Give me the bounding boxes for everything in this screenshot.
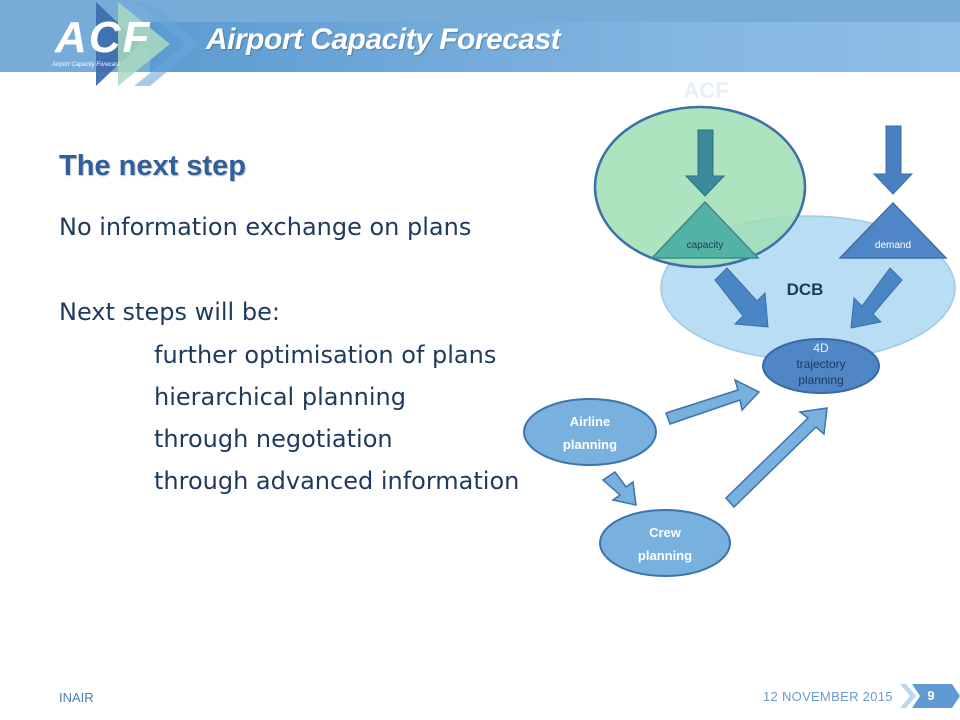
demand-down-arrow-icon	[872, 125, 914, 195]
airline-planning-node	[523, 398, 657, 466]
footer-org: INAIR	[59, 690, 94, 705]
demand-triangle	[838, 201, 948, 259]
logo-subtext: Airport Capacity Forecast	[52, 62, 120, 68]
capacity-label: capacity	[687, 240, 724, 251]
airline-line-1: Airline	[570, 414, 610, 429]
capacity-to-trajectory-arrow-icon	[714, 267, 769, 328]
page-chevron-icon	[900, 684, 960, 708]
logo-chevron-graphic	[96, 2, 200, 86]
header-title: Airport Capacity Forecast	[206, 23, 561, 56]
slide-heading: The next step	[59, 150, 246, 182]
acf-label: ACF	[683, 78, 728, 103]
sub-item-3: through negotiation	[154, 425, 393, 453]
demand-to-trajectory-arrow-icon	[850, 267, 903, 329]
page-number: 9	[927, 688, 935, 703]
trajectory-line-3: planning	[798, 373, 843, 387]
sub-item-2: hierarchical planning	[154, 383, 406, 411]
sub-item-1: further optimisation of plans	[154, 341, 497, 369]
header-band	[0, 0, 960, 72]
capacity-triangle	[650, 200, 760, 259]
footer-date: 12 NOVEMBER 2015	[763, 689, 893, 704]
airline-to-crew-arrow-icon	[601, 470, 637, 506]
crew-line-1: Crew	[649, 525, 682, 540]
logo-text: ACF	[55, 13, 152, 62]
header-stripe	[150, 22, 960, 72]
crew-planning-node	[599, 509, 731, 577]
crew-line-2: planning	[638, 548, 692, 563]
trajectory-line-2: trajectory	[796, 357, 845, 371]
trajectory-line-1: 4D	[813, 341, 829, 355]
airline-to-trajectory-arrow-icon	[665, 378, 761, 425]
sub-item-4: through advanced information	[154, 467, 520, 495]
body-line-2: Next steps will be:	[59, 298, 280, 326]
airline-line-2: planning	[563, 437, 617, 452]
trajectory-node	[762, 338, 880, 394]
dcb-label: DCB	[787, 280, 824, 299]
crew-to-trajectory-arrow-icon	[724, 407, 828, 509]
capacity-down-arrow-icon	[684, 129, 726, 197]
demand-label: demand	[875, 240, 911, 251]
body-line-1: No information exchange on plans	[59, 213, 472, 241]
